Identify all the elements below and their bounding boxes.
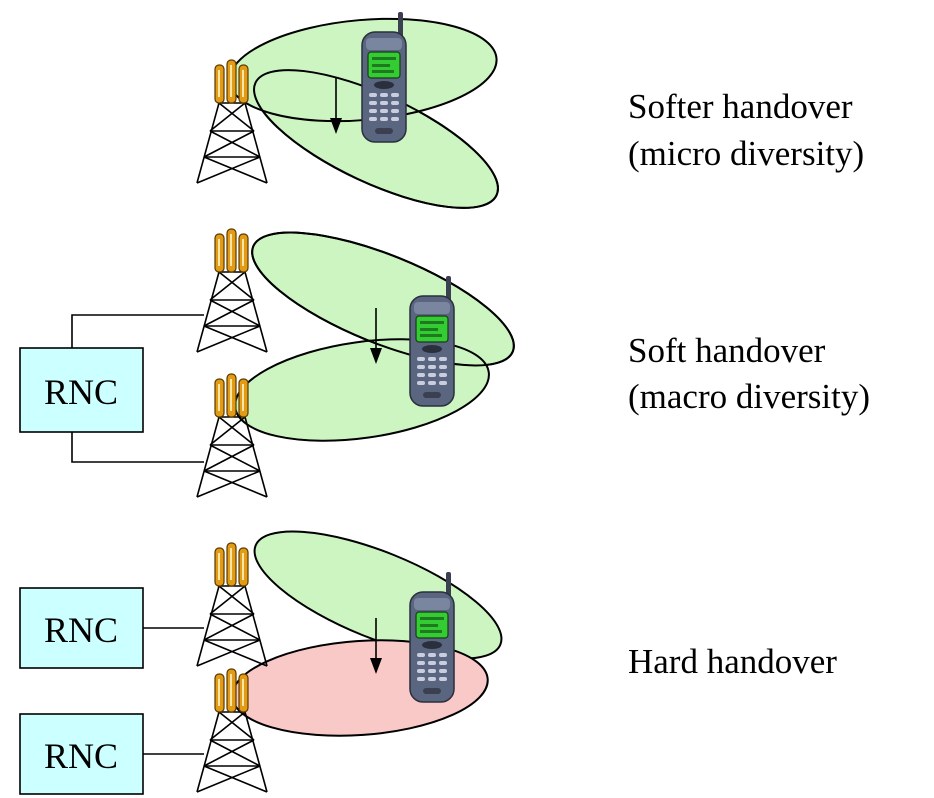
soft-handover-label: Soft handover xyxy=(628,331,826,370)
rnc-link-upper xyxy=(71,314,204,348)
rnc-box xyxy=(19,347,144,433)
softer-handover-scenario: Softer handover (micro diversity) xyxy=(196,11,864,209)
rnc-box-upper xyxy=(19,587,144,669)
rnc-label-upper: RNC xyxy=(44,610,118,650)
rnc-box-lower xyxy=(19,713,144,795)
cell-upper-outline xyxy=(251,231,515,367)
rnc-label: RNC xyxy=(44,372,118,412)
macro-diversity-label: (macro diversity) xyxy=(628,377,870,416)
rnc-link-lower xyxy=(71,432,204,463)
rnc-label-lower: RNC xyxy=(44,736,118,776)
hard-handover-scenario: RNC RNC Hard handover xyxy=(19,530,837,795)
micro-diversity-label: (micro diversity) xyxy=(628,134,864,173)
soft-handover-scenario: RNC Soft handover (macro diversity) xyxy=(19,228,870,498)
softer-handover-label: Softer handover xyxy=(628,87,853,126)
hard-handover-label: Hard handover xyxy=(628,642,837,681)
